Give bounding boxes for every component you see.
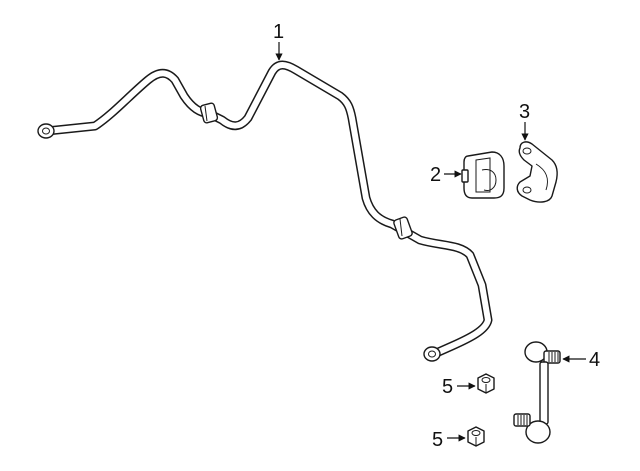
bracket-icon[interactable] bbox=[516, 141, 558, 203]
callout-label: 1 bbox=[273, 21, 284, 43]
callout-3: 3 bbox=[519, 101, 530, 141]
callout-label: 5 bbox=[432, 429, 443, 451]
stabilizer-link-icon[interactable] bbox=[513, 341, 561, 444]
callout-4: 4 bbox=[562, 349, 600, 371]
callout-5-lower: 5 bbox=[432, 429, 466, 451]
callout-label: 4 bbox=[589, 349, 600, 371]
callout-2: 2 bbox=[430, 164, 462, 186]
callout-1: 1 bbox=[273, 21, 284, 61]
stabilizer-bar-icon[interactable] bbox=[37, 60, 493, 362]
callout-label: 2 bbox=[430, 164, 441, 186]
callout-label: 5 bbox=[442, 376, 453, 398]
callout-5-upper: 5 bbox=[442, 376, 476, 398]
bushing-icon[interactable] bbox=[461, 151, 505, 199]
nut-icon[interactable] bbox=[477, 373, 495, 394]
nut-icon[interactable] bbox=[467, 426, 485, 447]
callout-label: 3 bbox=[519, 101, 530, 123]
